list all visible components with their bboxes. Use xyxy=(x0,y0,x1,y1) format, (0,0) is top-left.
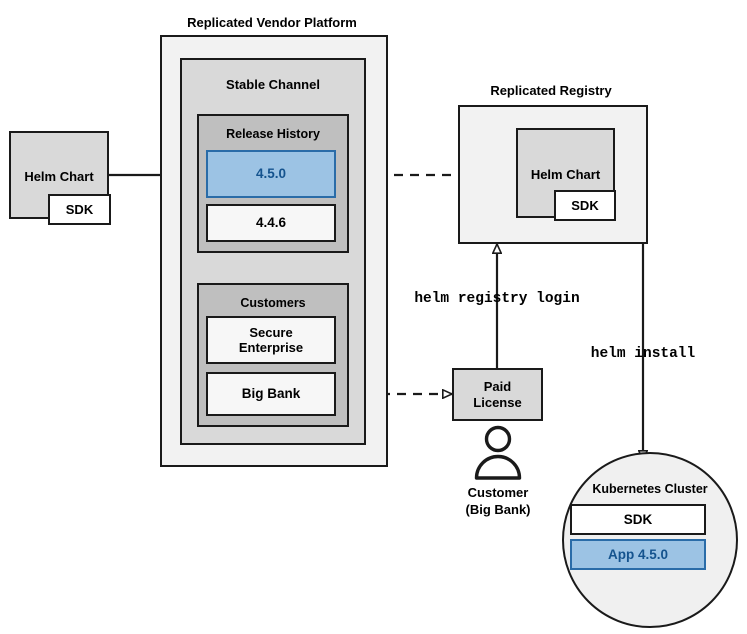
customer-secure-enterprise[interactable]: Secure Enterprise xyxy=(206,316,336,364)
source-sdk-box: SDK xyxy=(48,194,111,225)
kubernetes-cluster-title: Kubernetes Cluster xyxy=(592,482,708,496)
command-helm-registry-login: helm registry login xyxy=(414,291,580,307)
source-helm-chart-label: Helm Chart xyxy=(24,169,94,184)
cluster-sdk-label: SDK xyxy=(623,511,653,527)
cluster-app-box: App 4.5.0 xyxy=(570,539,706,570)
registry-helm-chart-label: Helm Chart xyxy=(530,167,601,182)
source-sdk-label: SDK xyxy=(65,201,94,217)
release-version-4-5-0-label: 4.5.0 xyxy=(255,166,287,182)
paid-license-box: Paid License xyxy=(452,368,543,421)
registry-sdk-box: SDK xyxy=(554,190,616,221)
release-version-4-4-6[interactable]: 4.4.6 xyxy=(206,204,336,242)
person-icon xyxy=(474,425,522,480)
customer-big-bank-label: Big Bank xyxy=(241,386,301,402)
replicated-registry-title: Replicated Registry xyxy=(490,83,612,98)
release-version-4-5-0[interactable]: 4.5.0 xyxy=(206,150,336,198)
command-helm-install: helm install xyxy=(590,346,696,362)
stable-channel-title: Stable Channel xyxy=(226,77,320,92)
customer-big-bank[interactable]: Big Bank xyxy=(206,372,336,416)
customer-actor-label-line2: (Big Bank) xyxy=(465,502,531,517)
cluster-sdk-box: SDK xyxy=(570,504,706,535)
release-version-4-4-6-label: 4.4.6 xyxy=(255,215,287,231)
customer-actor-label-line1: Customer xyxy=(467,485,529,500)
cluster-app-label: App 4.5.0 xyxy=(607,546,669,562)
vendor-platform-title: Replicated Vendor Platform xyxy=(187,15,357,30)
registry-sdk-label: SDK xyxy=(571,197,599,213)
paid-license-label: Paid License xyxy=(473,379,522,410)
release-history-title: Release History xyxy=(226,127,320,141)
customers-title: Customers xyxy=(240,296,306,310)
customer-secure-enterprise-label: Secure Enterprise xyxy=(238,324,304,355)
